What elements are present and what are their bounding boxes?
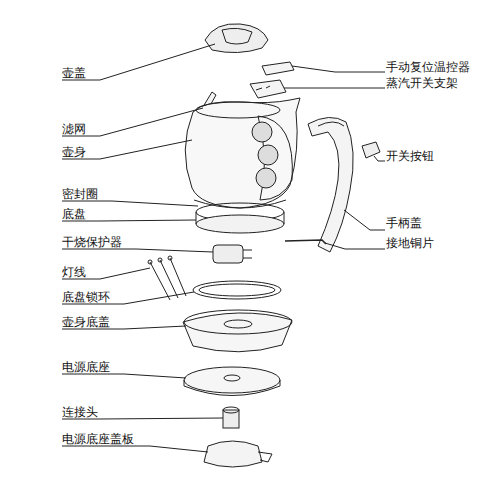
part-label: 底盘 <box>62 207 86 221</box>
part-label: 连接头 <box>62 405 98 419</box>
part-label: 手柄盖 <box>386 216 422 230</box>
part-label: 壶身底盖 <box>62 315 110 329</box>
part-label: 电源底座 <box>62 360 110 374</box>
part-label: 壶身 <box>62 145 86 159</box>
part-label: 底盘锁环 <box>62 290 110 304</box>
part-label: 蒸汽开关支架 <box>386 76 458 90</box>
part-label: 灯线 <box>62 265 86 279</box>
part-label: 电源底座盖板 <box>62 432 134 446</box>
part-label: 密封圈 <box>62 187 98 201</box>
part-label: 滤网 <box>62 122 86 136</box>
part-label: 开关按钮 <box>386 149 434 163</box>
part-label: 干烧保护器 <box>62 235 122 249</box>
part-label: 接地铜片 <box>386 236 434 250</box>
part-label: 壶盖 <box>62 66 86 80</box>
part-label: 手动复位温控器 <box>386 60 470 74</box>
